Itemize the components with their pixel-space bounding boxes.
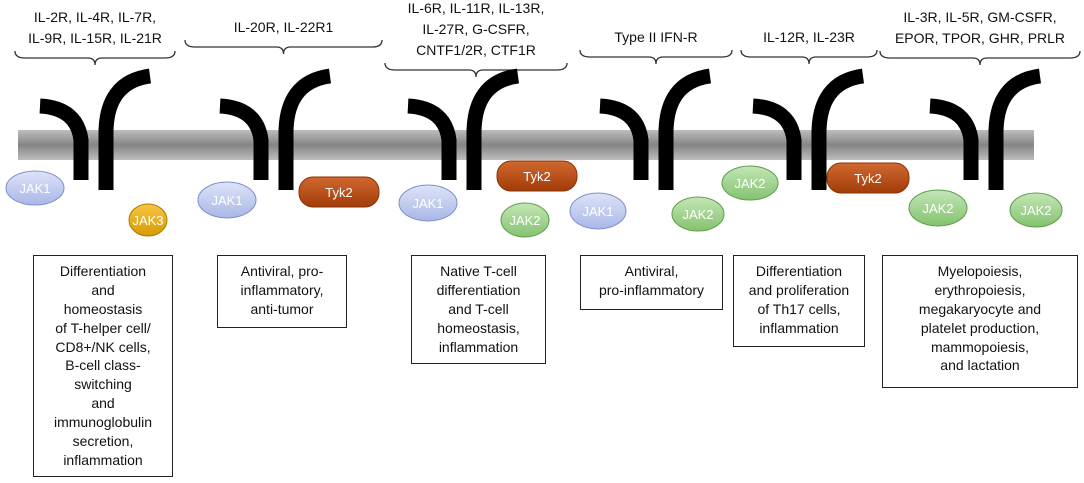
cell-membrane — [18, 130, 1034, 160]
kinase-jak3-shape — [128, 203, 168, 237]
receptor-chain-left — [599, 98, 649, 180]
receptor-chain-left — [929, 98, 979, 180]
receptor-label: IL-2R, IL-4R, IL-7R, — [34, 9, 156, 25]
function-box-2: Antiviral, pro- inflammatory, anti-tumor — [217, 255, 347, 328]
kinase-jak2-shape — [500, 202, 550, 238]
kinase-label: JAK2 — [509, 213, 540, 228]
receptor-group-3: IL-6R, IL-11R, IL-13R, IL-27R, G-CSFR, CNT… — [384, 0, 578, 238]
kinase-jak2-shape — [1009, 192, 1063, 228]
receptor-chain-left — [219, 98, 269, 180]
receptor-label: IL-3R, IL-5R, GM-CSFR, — [903, 9, 1056, 25]
receptor-chain-left — [752, 98, 802, 180]
grouping-brace — [740, 49, 878, 65]
kinase-label: Tyk2 — [523, 169, 550, 184]
function-box-5: Differentiation and proliferation of Th1… — [733, 255, 865, 347]
receptor-chain-right — [98, 68, 152, 190]
receptor-group-6: IL-3R, IL-5R, GM-CSFR, EPOR, TPOR, GHR, P… — [879, 9, 1081, 228]
kinase-label: Tyk2 — [854, 171, 881, 186]
kinase-label: Tyk2 — [325, 185, 352, 200]
kinase-jak1-shape — [569, 192, 627, 230]
receptor-label: IL-12R, IL-23R — [763, 29, 855, 45]
kinase-jak1-shape — [5, 170, 65, 206]
receptor-chain-right — [466, 68, 520, 190]
kinase-label: JAK2 — [922, 201, 953, 216]
receptor-group-4: Type II IFN-R JAK1 JAK2 — [569, 29, 733, 232]
kinase-jak2-shape — [721, 165, 779, 201]
function-box-3: Native T-cell differentiation and T-cell… — [411, 255, 546, 364]
function-box-4: Antiviral, pro-inflammatory — [580, 255, 723, 310]
grouping-brace — [879, 50, 1081, 66]
receptor-chain-right — [988, 68, 1042, 190]
receptor-label: IL-6R, IL-11R, IL-13R, — [408, 0, 545, 16]
receptor-label: IL-27R, G-CSFR, — [422, 21, 529, 37]
kinase-label: JAK1 — [412, 196, 443, 211]
kinase-jak2-shape — [671, 196, 725, 232]
receptor-chain-right — [658, 68, 712, 190]
function-box-1: Differentiation and homeostasis of T-hel… — [33, 255, 173, 477]
receptor-group-1: IL-2R, IL-4R, IL-7R, IL-9R, IL-15R, IL-21… — [5, 9, 176, 237]
receptor-label: IL-20R, IL-22R1 — [234, 19, 334, 35]
kinase-jak1-shape — [398, 184, 458, 222]
receptor-group-5: IL-12R, IL-23R JAK2 Tyk2 — [721, 29, 910, 201]
receptor-chain-right — [811, 68, 865, 190]
receptor-label: EPOR, TPOR, GHR, PRLR — [895, 30, 1065, 46]
kinase-label: JAK2 — [1020, 203, 1051, 218]
kinase-tyk2-shape — [496, 160, 578, 192]
kinase-label: JAK2 — [734, 176, 765, 191]
receptor-chain-left — [407, 98, 457, 180]
receptor-chain-right — [278, 68, 332, 190]
receptor-label: IL-9R, IL-15R, IL-21R — [28, 30, 162, 46]
kinase-label: JAK2 — [682, 207, 713, 222]
kinase-label: JAK3 — [132, 213, 163, 228]
grouping-brace — [14, 50, 176, 66]
grouping-brace — [579, 49, 733, 65]
kinase-jak2-shape — [908, 189, 968, 227]
kinase-label: JAK1 — [211, 193, 242, 208]
kinase-label: JAK1 — [19, 181, 50, 196]
kinase-tyk2-shape — [826, 162, 910, 194]
grouping-brace — [184, 39, 383, 55]
receptor-label: Type II IFN-R — [614, 29, 697, 45]
receptor-chain-left — [39, 98, 89, 180]
kinase-tyk2-shape — [298, 176, 380, 208]
kinase-label: JAK1 — [582, 204, 613, 219]
grouping-brace — [384, 62, 568, 78]
kinase-jak1-shape — [197, 181, 257, 219]
function-box-6: Myelopoiesis, erythropoiesis, megakaryoc… — [882, 255, 1078, 388]
receptor-label: CNTF1/2R, CTF1R — [416, 42, 536, 58]
